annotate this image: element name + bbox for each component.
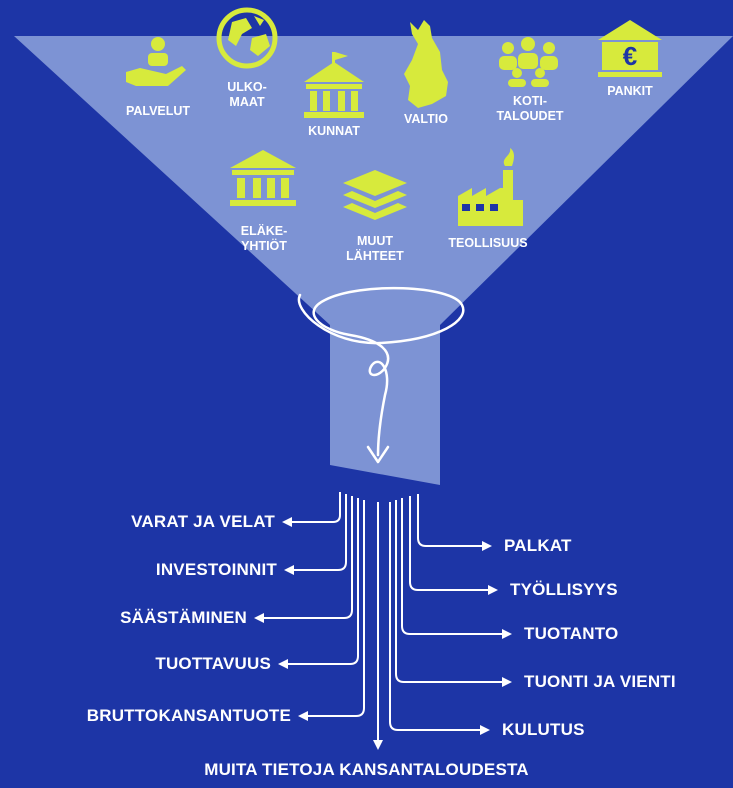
output-kulutus: KULUTUS	[502, 720, 585, 739]
line-tuotanto	[401, 498, 504, 635]
line-palkat	[417, 494, 484, 547]
smoke-icon	[503, 148, 514, 166]
source-label-kunnat: KUNNAT	[308, 124, 360, 138]
globe-icon	[216, 7, 278, 69]
factory-window	[462, 204, 470, 211]
finland-map-icon	[404, 20, 448, 108]
households-people-icon	[499, 37, 558, 87]
line-tuonti	[395, 500, 504, 683]
line-saastaminen	[262, 496, 353, 619]
line-tyollisyys	[409, 496, 490, 591]
factory-window	[476, 204, 484, 211]
output-tuonti-ja-vienti: TUONTI JA VIENTI	[524, 672, 676, 691]
funnel-spout	[330, 325, 440, 485]
line-varat	[290, 492, 341, 523]
swirl-arrow-icon	[297, 286, 465, 464]
factory-window	[490, 204, 498, 211]
services-hand-icon	[126, 37, 186, 86]
arrow-right-icon	[488, 585, 498, 595]
source-label-pankit: PANKIT	[607, 84, 653, 98]
output-palkat: PALKAT	[504, 536, 572, 555]
arrow-right-icon	[482, 541, 492, 551]
output-tuotanto: TUOTANTO	[524, 624, 619, 643]
source-label-elakeyhtiot: ELÄKE- YHTIÖT	[240, 224, 288, 253]
euro-symbol: €	[623, 41, 637, 71]
source-label-valtio: VALTIO	[404, 112, 448, 126]
output-muita-tietoja: MUITA TIETOJA KANSANTALOUDESTA	[204, 760, 529, 779]
output-tuottavuus: TUOTTAVUUS	[155, 654, 271, 673]
source-label-ulkomaat: ULKO- MAAT	[227, 80, 267, 109]
output-lines	[262, 492, 504, 740]
arrow-down-icon	[373, 740, 383, 750]
source-label-teollisuus: TEOLLISUUS	[448, 236, 528, 250]
arrow-left-icon	[284, 565, 294, 575]
city-hall-icon	[304, 52, 364, 118]
layers-icon	[343, 170, 407, 220]
bank-euro-icon	[598, 20, 662, 77]
arrow-left-icon	[254, 613, 264, 623]
line-bkt	[306, 500, 365, 717]
output-bruttokansantuote: BRUTTOKANSANTUOTE	[86, 706, 291, 725]
output-saastaminen: SÄÄSTÄMINEN	[120, 608, 247, 627]
source-label-palvelut: PALVELUT	[125, 104, 191, 118]
line-tuottavuus	[286, 498, 359, 665]
arrow-left-icon	[298, 711, 308, 721]
arrow-left-icon	[282, 517, 292, 527]
arrow-right-icon	[502, 629, 512, 639]
pension-building-icon	[230, 150, 296, 206]
line-investoinnit	[292, 494, 347, 571]
output-tyollisyys: TYÖLLISYYS	[510, 580, 618, 599]
line-kulutus	[389, 502, 482, 731]
arrow-right-icon	[502, 677, 512, 687]
output-varat-ja-velat: VARAT JA VELAT	[131, 512, 275, 531]
source-label-muut-lahteet: MUUT LÄHTEET	[346, 234, 404, 263]
arrow-left-icon	[278, 659, 288, 669]
output-investoinnit: INVESTOINNIT	[155, 560, 277, 579]
arrow-right-icon	[480, 725, 490, 735]
source-label-kotitaloudet: KOTI- TALOUDET	[496, 94, 564, 123]
